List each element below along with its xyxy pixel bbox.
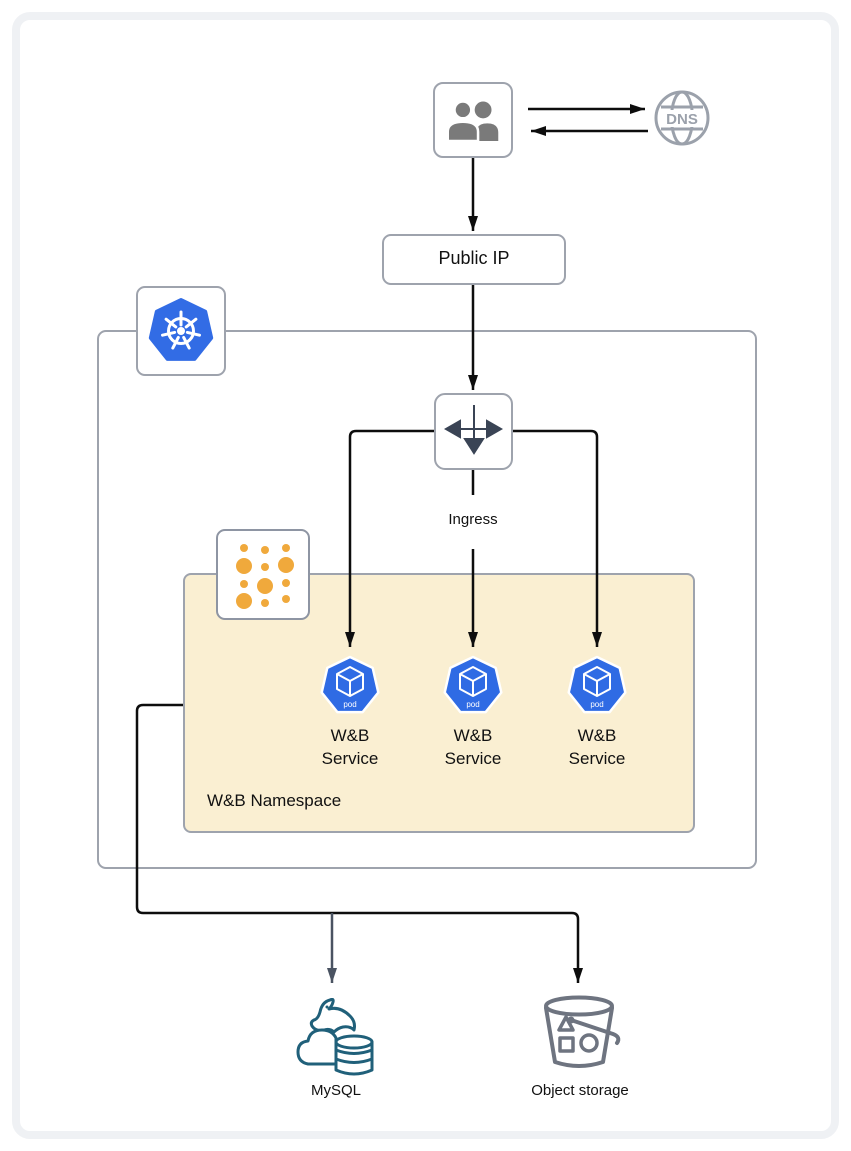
object-storage-label: Object storage (531, 1082, 629, 1099)
public-ip-node (382, 234, 566, 285)
users-node (433, 82, 513, 158)
ingress-icon (443, 405, 504, 455)
dns-icon: DNS (654, 90, 710, 146)
wandb-namespace-label: W&B Namespace (207, 791, 342, 810)
pod-badge: pod (466, 700, 479, 709)
pod-1-label: W&B Service (321, 726, 379, 768)
pod-badge: pod (343, 700, 356, 709)
pod-icon: pod (320, 655, 380, 714)
mysql-label: MySQL (310, 1082, 361, 1099)
kubernetes-icon (148, 298, 214, 361)
mysql-icon (296, 998, 374, 1076)
page-frame (12, 12, 839, 1139)
object-storage-bucket-icon (544, 995, 621, 1068)
ingress-label: Ingress (448, 511, 498, 528)
public-ip-label: Public IP (438, 248, 510, 268)
dns-label: DNS (666, 111, 698, 128)
pod-icon: pod (443, 655, 503, 714)
pod-icon: pod (567, 655, 627, 714)
pod-3-label: W&B Service (568, 726, 626, 768)
namespace-dots-icon (236, 544, 294, 609)
pod-2-label: W&B Service (444, 726, 502, 768)
pod-badge: pod (590, 700, 603, 709)
users-icon (446, 100, 499, 143)
